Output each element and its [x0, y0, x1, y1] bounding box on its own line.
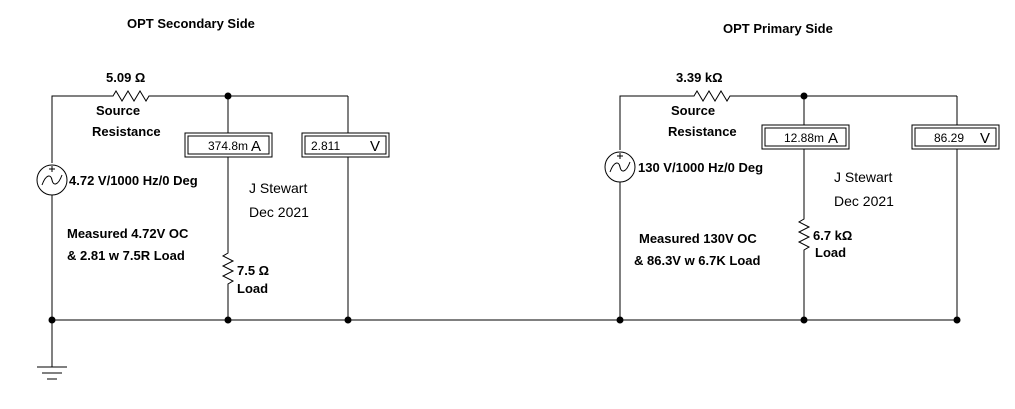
primary-voltmeter[interactable]: 86.29 V: [911, 124, 1000, 150]
primary-note-1: Measured 130V OC: [639, 231, 757, 246]
primary-load-resistor[interactable]: [797, 213, 811, 256]
secondary-load-label: Load: [237, 281, 268, 296]
primary-source-resistor-label-2: Resistance: [668, 124, 737, 139]
secondary-source-resistor[interactable]: [101, 90, 161, 102]
secondary-source-resistor-label-2: Resistance: [92, 124, 161, 139]
secondary-top-wire: [51, 95, 348, 163]
primary-load-value: 6.7 kΩ: [813, 228, 852, 243]
secondary-source-resistor-value: 5.09 Ω: [106, 70, 145, 85]
primary-source-label: 130 V/1000 Hz/0 Deg: [638, 160, 763, 175]
secondary-author: J Stewart: [249, 180, 307, 196]
secondary-source-resistor-label-1: Source: [96, 103, 140, 118]
secondary-ammeter-unit: A: [251, 138, 261, 155]
secondary-note-1: Measured 4.72V OC: [67, 226, 189, 241]
primary-source-resistor-value: 3.39 kΩ: [676, 70, 723, 85]
secondary-load-resistor[interactable]: [221, 247, 235, 290]
secondary-ac-source[interactable]: [36, 164, 68, 196]
secondary-voltmeter[interactable]: 2.811 V: [301, 132, 390, 158]
primary-source-resistor-label-1: Source: [671, 103, 715, 118]
secondary-ammeter-value: 374.8m: [208, 139, 248, 153]
secondary-note-2: & 2.81 w 7.5R Load: [67, 248, 185, 263]
primary-top-wire: [619, 95, 957, 150]
primary-ammeter-unit: A: [828, 130, 838, 147]
secondary-date: Dec 2021: [249, 204, 309, 220]
primary-ammeter[interactable]: 12.88m A: [761, 124, 850, 150]
secondary-ammeter[interactable]: 374.8m A: [184, 132, 273, 158]
ground-symbol[interactable]: [37, 320, 67, 380]
primary-junctions: [616, 92, 961, 324]
primary-note-2: & 86.3V w 6.7K Load: [634, 253, 760, 268]
secondary-load-value: 7.5 Ω: [237, 263, 269, 278]
primary-title: OPT Primary Side: [723, 21, 833, 36]
primary-load-label: Load: [815, 245, 846, 260]
secondary-junctions: [48, 92, 352, 324]
primary-author: J Stewart: [834, 169, 892, 185]
primary-voltmeter-value: 86.29: [934, 131, 964, 145]
secondary-source-label: 4.72 V/1000 Hz/0 Deg: [69, 173, 198, 188]
primary-source-resistor[interactable]: [682, 90, 742, 102]
secondary-voltmeter-unit: V: [370, 138, 380, 155]
primary-ac-source[interactable]: [604, 151, 636, 183]
primary-ammeter-value: 12.88m: [784, 131, 824, 145]
secondary-title: OPT Secondary Side: [127, 16, 255, 31]
primary-date: Dec 2021: [834, 193, 894, 209]
primary-voltmeter-unit: V: [980, 130, 990, 147]
secondary-voltmeter-value: 2.811: [311, 139, 340, 153]
